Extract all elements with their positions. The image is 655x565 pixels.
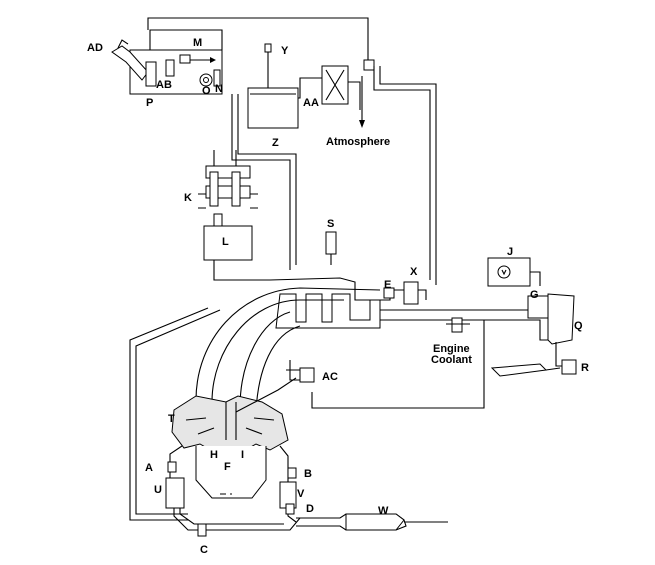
canister-Z — [247, 43, 299, 129]
label-J: J — [507, 246, 513, 258]
arrow-down-icon — [359, 120, 365, 128]
sensor-B — [287, 467, 297, 479]
intake-manifold — [195, 260, 577, 413]
label-F: F — [224, 461, 231, 473]
engine-block — [165, 377, 448, 537]
sensor-A — [167, 461, 177, 473]
solenoid-block-K — [198, 150, 258, 261]
sensor-S — [325, 231, 337, 265]
label-X: X — [410, 266, 418, 278]
label-S: S — [327, 218, 334, 230]
label-coolant: Coolant — [431, 354, 472, 366]
valve-X — [403, 281, 427, 305]
label-AD: AD — [87, 42, 103, 54]
label-P: P — [146, 97, 153, 109]
label-E: E — [384, 279, 391, 291]
label-B: B — [304, 468, 312, 480]
sensor-C — [197, 523, 207, 537]
assembly-P — [111, 29, 223, 95]
fitting-E — [383, 287, 395, 299]
labels: AD M AB O N P Y AA Z Atmosphere K L S J … — [87, 37, 589, 556]
label-engine: Engine — [433, 343, 470, 355]
label-M: M — [193, 37, 202, 49]
valve-AA — [298, 65, 365, 128]
label-atmosphere: Atmosphere — [326, 136, 390, 148]
label-I: I — [241, 449, 244, 461]
sensor-D — [285, 503, 295, 515]
label-W: W — [378, 505, 389, 517]
label-K: K — [184, 192, 192, 204]
label-AB: AB — [156, 79, 172, 91]
label-V: V — [297, 488, 305, 500]
motor-icon — [497, 265, 511, 279]
valve-AC — [286, 360, 315, 383]
label-Y: Y — [281, 45, 289, 57]
label-Z: Z — [272, 137, 279, 149]
actuator-J — [487, 257, 541, 287]
coolant-fitting — [446, 317, 470, 333]
label-Q: Q — [574, 320, 583, 332]
label-O: O — [202, 85, 211, 97]
label-C: C — [200, 544, 208, 556]
label-AC: AC — [322, 371, 338, 383]
label-A: A — [145, 462, 153, 474]
label-G: G — [530, 289, 539, 301]
label-H: H — [210, 449, 218, 461]
label-L: L — [222, 236, 229, 248]
label-U: U — [154, 484, 162, 496]
label-T: T — [168, 413, 175, 425]
label-D: D — [306, 503, 314, 515]
label-N: N — [215, 83, 223, 95]
label-R: R — [581, 362, 589, 374]
label-AA: AA — [303, 97, 319, 109]
